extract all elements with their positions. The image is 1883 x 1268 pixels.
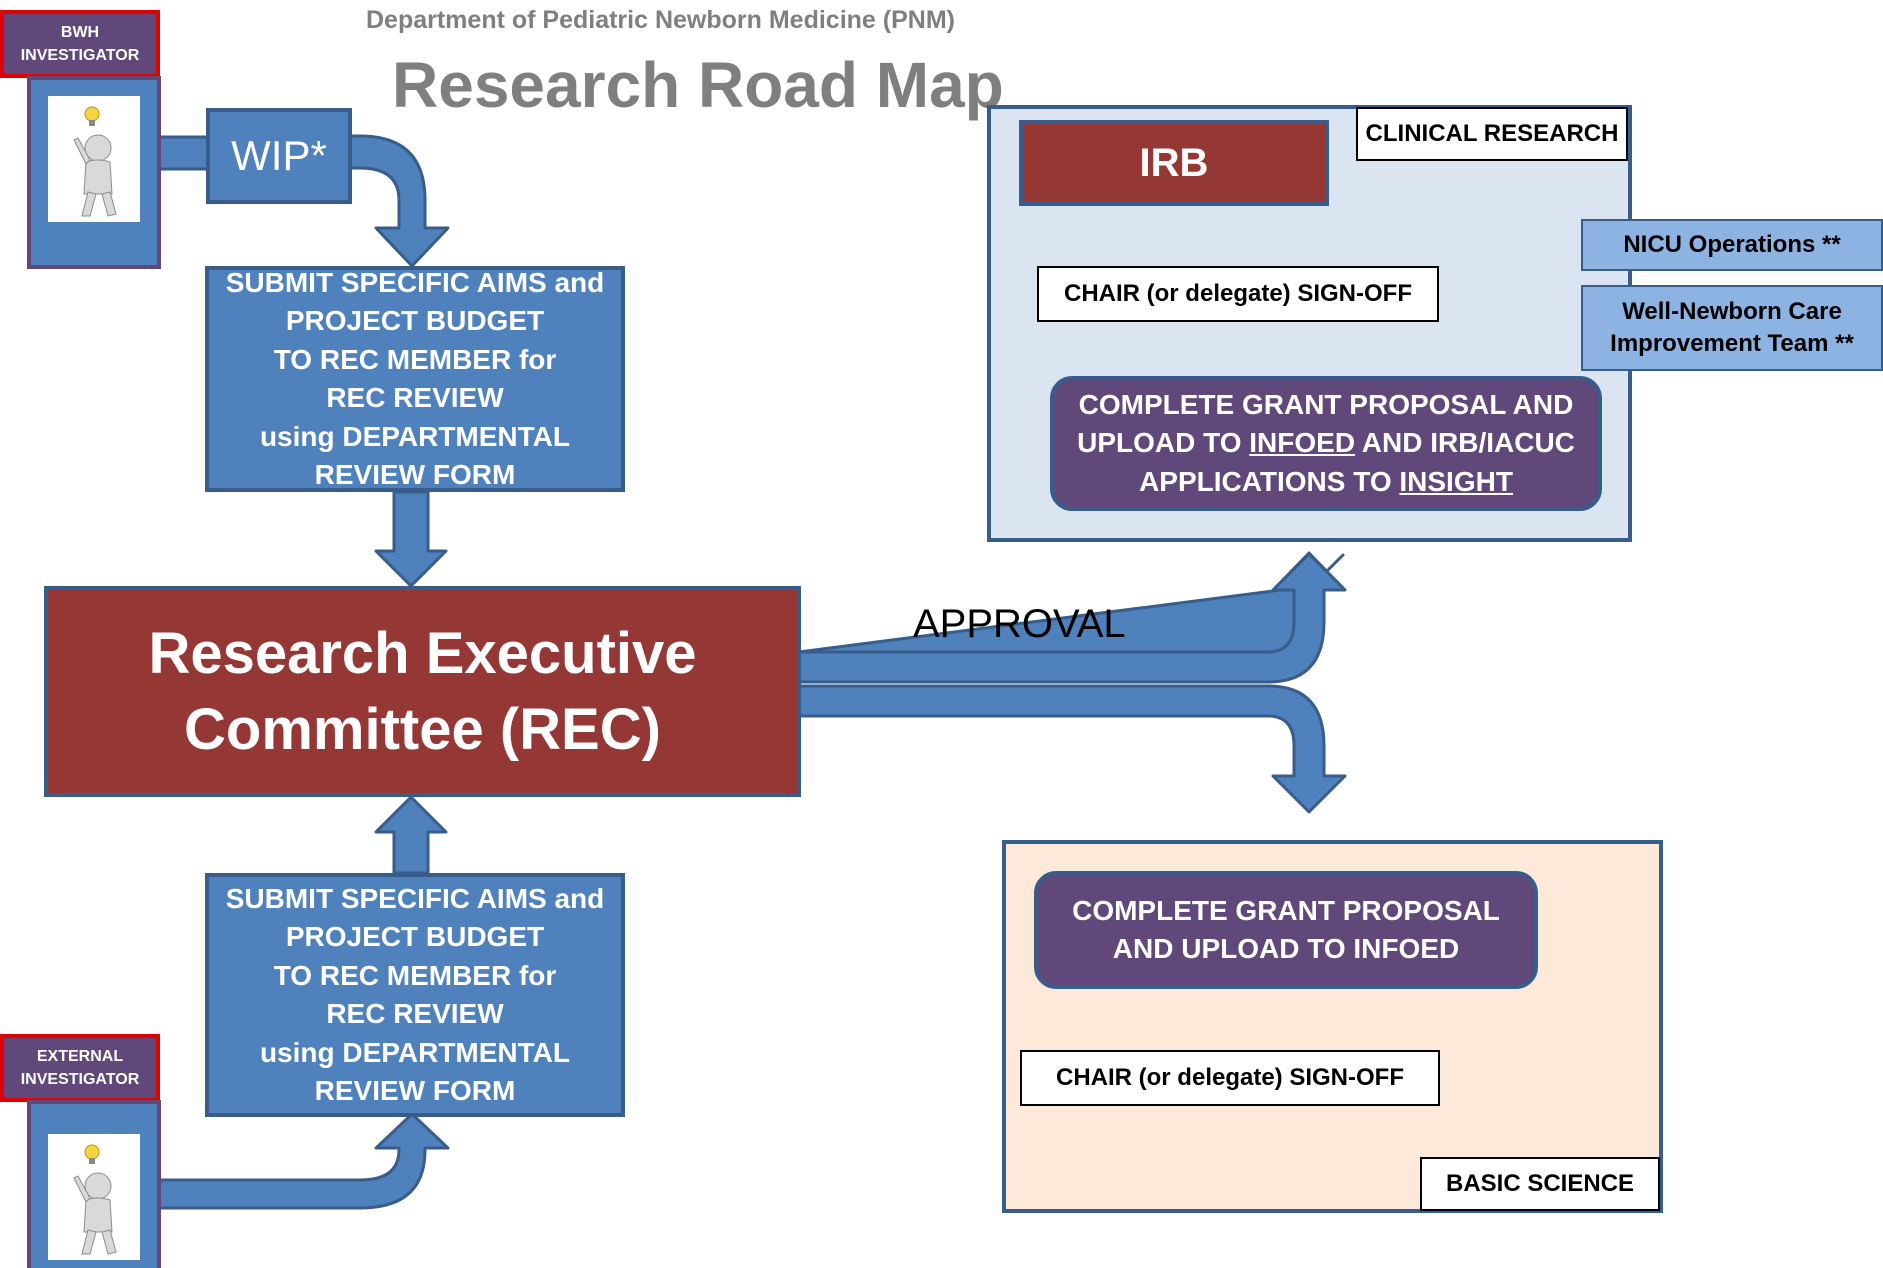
well-newborn-box[interactable]: Well-Newborn Care Improvement Team ** bbox=[1581, 285, 1883, 371]
external-investigator-panel bbox=[27, 1100, 161, 1268]
clinical-chair-signoff[interactable]: CHAIR (or delegate) SIGN-OFF bbox=[1037, 266, 1439, 322]
arrow-submit-up-to-rec bbox=[374, 795, 448, 875]
investigator-idea-icon bbox=[48, 96, 140, 222]
clinical-proposal-line3: APPLICATIONS TO INSIGHT bbox=[1139, 465, 1513, 497]
infoed-link[interactable]: INFOED bbox=[1249, 427, 1356, 459]
investigator-idea-icon bbox=[48, 1134, 140, 1260]
clinical-grant-proposal-box[interactable]: COMPLETE GRANT PROPOSAL AND UPLOAD TO IN… bbox=[1050, 376, 1602, 511]
bwh-investigator-panel bbox=[27, 76, 161, 269]
nicu-operations-box[interactable]: NICU Operations ** bbox=[1581, 219, 1883, 271]
wip-box[interactable]: WIP* bbox=[206, 108, 352, 204]
wip-label: WIP* bbox=[231, 132, 327, 179]
page-title: Research Road Map bbox=[392, 49, 1004, 121]
approval-label: APPROVAL bbox=[913, 602, 1126, 646]
basic-chair-signoff[interactable]: CHAIR (or delegate) SIGN-OFF bbox=[1020, 1050, 1440, 1106]
rec-box[interactable]: Research Executive Committee (REC) bbox=[44, 586, 801, 797]
clinical-proposal-line1: COMPLETE GRANT PROPOSAL AND bbox=[1078, 388, 1574, 420]
insight-link[interactable]: INSIGHT bbox=[1399, 465, 1513, 497]
irb-box[interactable]: IRB bbox=[1019, 120, 1329, 206]
basic-science-label: BASIC SCIENCE bbox=[1420, 1157, 1660, 1211]
arrow-submit-to-rec bbox=[374, 490, 448, 588]
department-name: Department of Pediatric Newborn Medicine… bbox=[366, 6, 955, 34]
arrow-external-to-submit bbox=[156, 1112, 450, 1210]
arrow-wip-to-submit bbox=[348, 134, 450, 268]
connector-bwh-to-wip bbox=[156, 135, 210, 171]
basic-grant-proposal-box[interactable]: COMPLETE GRANT PROPOSAL AND UPLOAD TO IN… bbox=[1034, 871, 1538, 989]
arrow-rec-to-clinical-shaft bbox=[797, 552, 1347, 684]
clinical-proposal-line2: UPLOAD TO INFOED AND IRB/IACUC bbox=[1077, 427, 1575, 459]
submit-aims-box-external[interactable]: SUBMIT SPECIFIC AIMS and PROJECT BUDGET … bbox=[205, 873, 625, 1117]
external-investigator-label: EXTERNAL INVESTIGATOR bbox=[0, 1034, 160, 1102]
bwh-investigator-label: BWH INVESTIGATOR bbox=[0, 10, 160, 78]
submit-aims-box-bwh[interactable]: SUBMIT SPECIFIC AIMS and PROJECT BUDGET … bbox=[205, 266, 625, 492]
clinical-research-label: CLINICAL RESEARCH bbox=[1356, 107, 1628, 161]
arrow-rec-to-basic bbox=[797, 684, 1347, 814]
